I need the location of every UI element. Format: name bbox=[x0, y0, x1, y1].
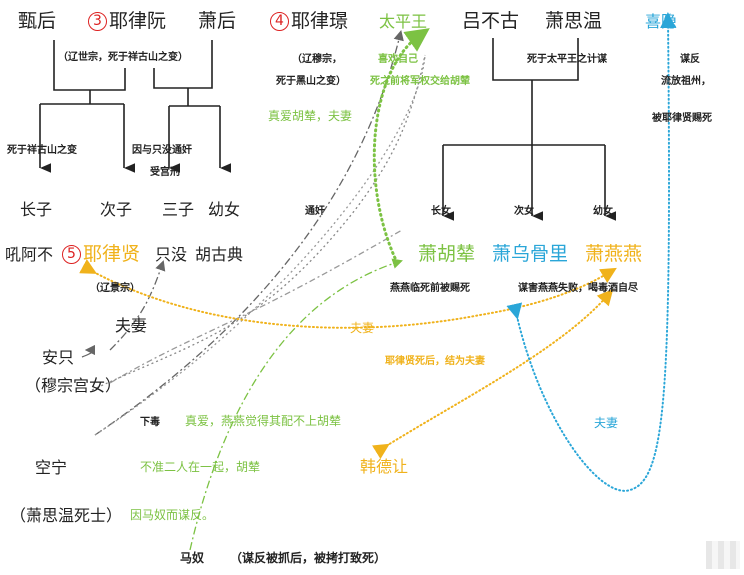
third-son: 三子 bbox=[162, 200, 195, 219]
curve-line-gray-2 bbox=[94, 54, 426, 436]
hou-abu: 吼阿不 bbox=[5, 245, 54, 264]
note-yanyan-died: 燕燕临死前被赐死 bbox=[390, 283, 470, 294]
second-son: 次子 bbox=[100, 200, 133, 219]
eldest-son: 长子 bbox=[20, 200, 53, 219]
spouse-curve-derang-yanyan bbox=[371, 288, 614, 460]
spouse-label-black: 夫妻 bbox=[115, 316, 148, 335]
note-gave-power: 死之前将军权交给胡辇 bbox=[370, 76, 470, 87]
note-exiled: 流放祖州， bbox=[661, 76, 711, 87]
spouse-curve-wuguli-xiyin bbox=[506, 12, 677, 492]
curve-taiping-hunian bbox=[372, 28, 430, 260]
xiao-wuguli: 萧乌骨里 bbox=[492, 243, 569, 265]
number-4-badge: 4 bbox=[270, 12, 289, 31]
note-adultery-2: 受宫刑 bbox=[150, 167, 180, 178]
han-derang: 韩德让 bbox=[360, 457, 409, 476]
note-poison: 下毒 bbox=[140, 417, 160, 428]
youngest-daughter: 幼女 bbox=[208, 200, 241, 219]
dead-guard: （萧思温死士） bbox=[10, 506, 123, 525]
tree-lines-ruan bbox=[39, 40, 232, 173]
note-not-allowed: 不准二人在一起，胡辇 bbox=[140, 460, 261, 474]
number-5-badge: 5 bbox=[62, 245, 81, 264]
hu-gudian: 胡古典 bbox=[195, 245, 244, 264]
yelv-xian-name: 耶律贤 bbox=[83, 243, 141, 265]
spouse-label-blue: 夫妻 bbox=[594, 416, 619, 430]
note-true-love-unworthy: 真爱，燕燕觉得其配不上胡辇 bbox=[185, 414, 342, 428]
an-zhi: 安只 bbox=[42, 348, 75, 367]
spouse-curve-xian-yanyan bbox=[79, 259, 617, 329]
spouse-arrow-anzhi bbox=[109, 260, 166, 351]
yelv-ruan-name: 耶律阮 bbox=[109, 10, 167, 32]
note-likes-self: 喜欢自己 bbox=[378, 54, 418, 65]
lv-bugu: 吕不古 bbox=[462, 10, 520, 32]
curve-line-gray-1 bbox=[94, 29, 404, 436]
arrow-anzhi bbox=[81, 344, 96, 358]
xiao-hou: 萧后 bbox=[198, 10, 237, 32]
note-plot-failed: 谋害燕燕失败，喝毒酒自尽 bbox=[518, 283, 638, 294]
number-3-badge: 3 bbox=[88, 12, 107, 31]
curve-line-gray-3 bbox=[109, 229, 403, 384]
spouse-label-yellow: 夫妻 bbox=[350, 321, 375, 335]
yelv-jing-name: 耶律璟 bbox=[291, 10, 349, 32]
xiao-siwen: 萧思温 bbox=[545, 10, 603, 32]
curve-line-gray-4 bbox=[91, 54, 426, 391]
taiping-wang: 太平王 bbox=[379, 12, 428, 31]
note-adultery-1: 因与只没通奸 bbox=[132, 145, 192, 156]
note-rebel: 谋反 bbox=[680, 54, 700, 65]
note-muzong-1: （辽穆宗， bbox=[292, 54, 342, 65]
ma-nu: 马奴 bbox=[180, 551, 205, 565]
xiao-hunian: 萧胡辇 bbox=[418, 243, 476, 265]
youngest-daughter-2: 幼女 bbox=[593, 206, 613, 217]
note-after-death-married: 耶律贤死后，结为夫妻 bbox=[385, 356, 485, 367]
note-true-love-spouse: 真爱胡辇，夫妻 bbox=[268, 109, 353, 123]
eldest-daughter: 长女 bbox=[431, 206, 451, 217]
note-muzong-2: 死于黑山之变） bbox=[276, 76, 346, 87]
second-daughter: 次女 bbox=[514, 206, 534, 217]
curve-manu-hunian bbox=[189, 258, 403, 551]
note-executed: 被耶律贤赐死 bbox=[652, 113, 712, 124]
zhi-mei: 只没 bbox=[155, 245, 188, 264]
note-died-xianggu: 死于祥古山之变 bbox=[7, 145, 77, 156]
watermark bbox=[706, 541, 740, 569]
palace-maid: （穆宗宫女） bbox=[25, 376, 122, 395]
zhen-hou: 甄后 bbox=[18, 10, 57, 32]
ma-nu-fate: （谋反被抓后，被拷打致死） bbox=[230, 551, 387, 565]
kong-ning: 空宁 bbox=[35, 458, 68, 477]
note-adultery: 通奸 bbox=[305, 206, 325, 217]
note-died-plot: 死于太平王之计谋 bbox=[527, 54, 607, 65]
note-jingzong: （辽景宗） bbox=[90, 283, 140, 294]
xiao-yanyan: 萧燕燕 bbox=[585, 243, 643, 265]
note-rebel-because: 因马奴而谋反。 bbox=[130, 508, 215, 522]
xi-yin: 喜隐 bbox=[645, 12, 678, 31]
note-shizong: （辽世宗，死于祥古山之变） bbox=[58, 52, 188, 63]
